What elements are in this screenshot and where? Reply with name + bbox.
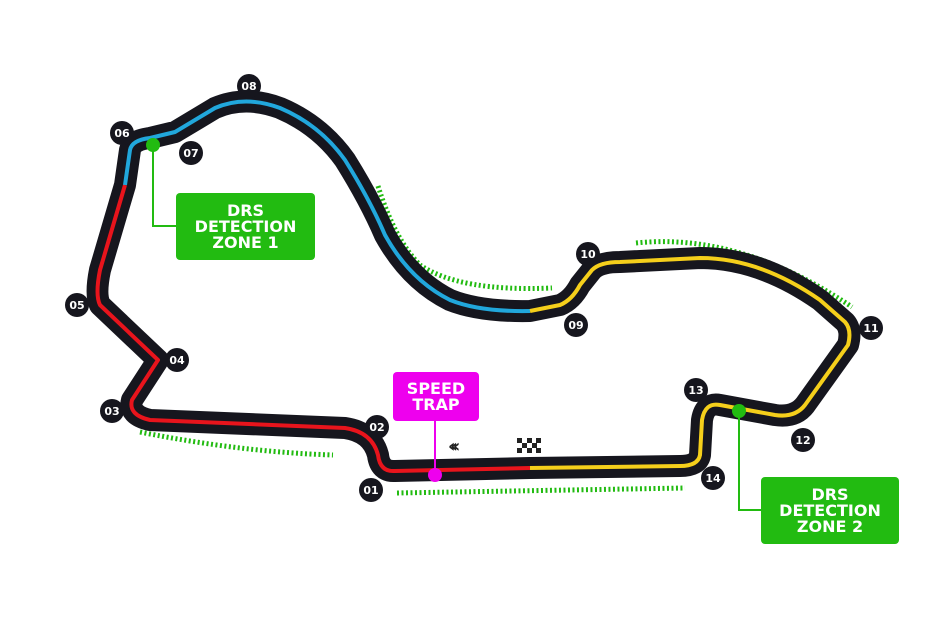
corner-marker-circle — [684, 378, 708, 402]
corner-marker-11: 11 — [859, 316, 883, 340]
checkered-flag-icon — [517, 438, 541, 453]
corner-marker-12: 12 — [791, 428, 815, 452]
corner-number: 13 — [688, 384, 703, 397]
corner-number: 01 — [363, 484, 378, 497]
drs-zone-1 — [139, 429, 334, 458]
corner-marker-07: 07 — [179, 141, 203, 165]
drs-detection-zone-2-label: DRS DETECTION ZONE 2 — [761, 477, 899, 544]
corner-number: 04 — [169, 354, 185, 367]
drs-detection-zone-1-label: DRS DETECTION ZONE 1 — [176, 193, 315, 260]
corner-number: 10 — [580, 248, 596, 261]
corner-marker-10: 10 — [576, 242, 600, 266]
corner-number: 02 — [369, 421, 384, 434]
corner-number: 12 — [795, 434, 810, 447]
corner-marker-04: 04 — [165, 348, 189, 372]
corner-marker-circle — [179, 141, 203, 165]
corner-number: 06 — [114, 127, 130, 140]
corner-marker-circle — [365, 415, 389, 439]
drs-zone-2 — [396, 485, 686, 496]
direction-chevrons-icon: ‹‹‹ — [448, 436, 460, 457]
corner-number: 07 — [183, 147, 198, 160]
corner-number: 03 — [104, 405, 119, 418]
corner-marker-circle — [65, 293, 89, 317]
speed-trap-label: SPEED TRAP — [393, 372, 479, 421]
corner-number: 08 — [241, 80, 256, 93]
corner-marker-09: 09 — [564, 313, 588, 337]
sector-1 — [95, 184, 531, 474]
corner-marker-circle — [100, 399, 124, 423]
corner-marker-circle — [359, 478, 383, 502]
corner-marker-circle — [701, 466, 725, 490]
drs2-leader-line — [738, 411, 761, 511]
drs2-detection-point — [732, 404, 746, 418]
sector-2 — [123, 99, 531, 314]
corner-marker-circle — [237, 74, 261, 98]
corner-number: 14 — [705, 472, 721, 485]
speed-trap-point — [428, 468, 442, 482]
drs1-leader-line — [152, 145, 176, 227]
corner-marker-05: 05 — [65, 293, 89, 317]
corner-number: 11 — [863, 322, 878, 335]
corner-marker-06: 06 — [110, 121, 134, 145]
corner-marker-03: 03 — [100, 399, 124, 423]
corner-number: 09 — [568, 319, 583, 332]
corner-marker-circle — [110, 121, 134, 145]
drs1-detection-point — [146, 138, 160, 152]
sector-3 — [529, 256, 852, 470]
corner-marker-14: 14 — [701, 466, 725, 490]
corner-marker-circle — [576, 242, 600, 266]
corner-marker-02: 02 — [365, 415, 389, 439]
corner-marker-circle — [859, 316, 883, 340]
corner-marker-circle — [791, 428, 815, 452]
corner-marker-circle — [564, 313, 588, 337]
corner-number: 05 — [69, 299, 84, 312]
corner-marker-01: 01 — [359, 478, 383, 502]
corner-marker-08: 08 — [237, 74, 261, 98]
corner-markers: 01 02 03 04 05 06 07 08 09 10 11 12 13 14 — [65, 74, 883, 502]
corner-marker-13: 13 — [684, 378, 708, 402]
corner-marker-circle — [165, 348, 189, 372]
